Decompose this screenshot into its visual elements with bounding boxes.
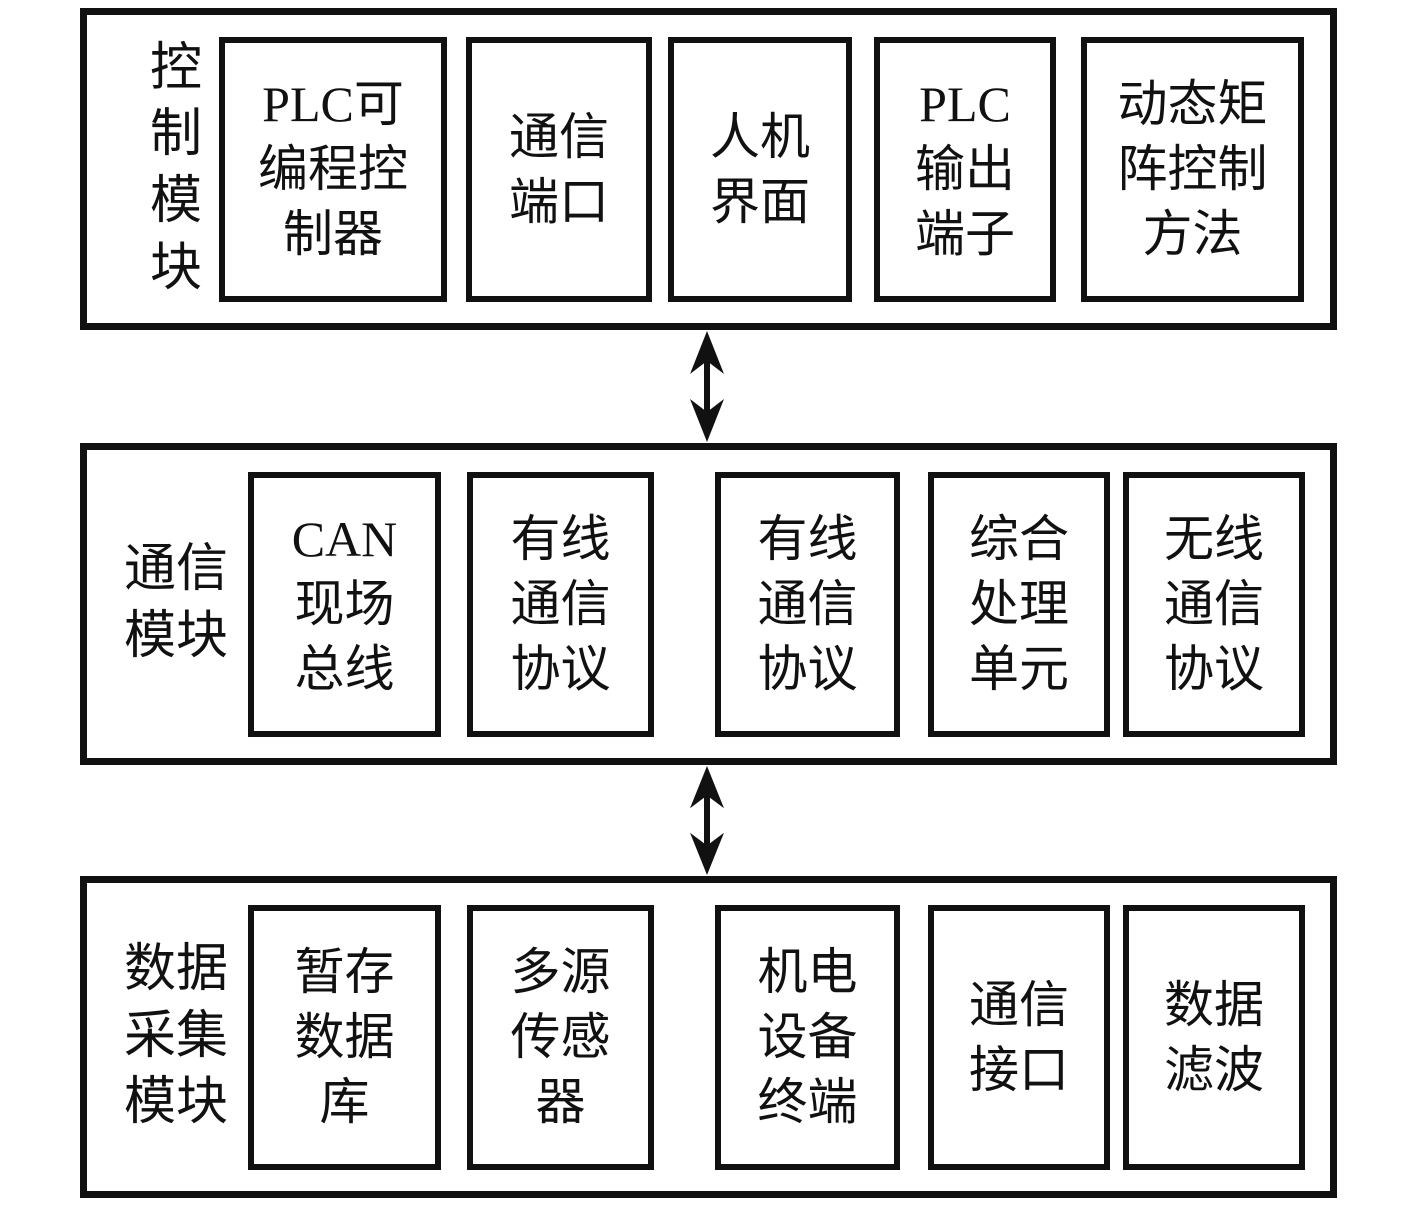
module-box-wireless-protocol: 无线 通信 协议 — [1123, 472, 1305, 737]
bidirectional-arrow-top — [687, 330, 727, 443]
module-box-comm-interface: 通信 接口 — [928, 905, 1110, 1170]
module-box-plc-controller: PLC可 编程控 制器 — [219, 37, 447, 302]
module-box-wired-protocol-2: 有线 通信 协议 — [715, 472, 900, 737]
module-box-data-filtering: 数据 滤波 — [1123, 905, 1305, 1170]
module-box-can-fieldbus: CAN 现场 总线 — [248, 472, 441, 737]
module-box-wired-protocol-1: 有线 通信 协议 — [467, 472, 654, 737]
bidirectional-arrow-bottom — [687, 765, 727, 876]
communication-module-container: 通信 模块 CAN 现场 总线 有线 通信 协议 有线 通信 协议 综合 处理 … — [80, 443, 1337, 765]
control-module-container: 控 制 模 块 PLC可 编程控 制器 通信 端口 人机 界面 PLC 输出 端… — [80, 8, 1337, 330]
module-box-dynamic-matrix-control: 动态矩 阵控制 方法 — [1081, 37, 1304, 302]
control-module-label: 控 制 模 块 — [149, 39, 202, 297]
module-box-comm-port: 通信 端口 — [466, 37, 652, 302]
module-box-integrated-processing-unit: 综合 处理 单元 — [928, 472, 1110, 737]
communication-module-label: 通信 模块 — [123, 541, 228, 665]
module-box-temp-database: 暂存 数据 库 — [248, 905, 441, 1170]
module-box-plc-output-terminal: PLC 输出 端子 — [874, 37, 1056, 302]
data-acquisition-module-label: 数据 采集 模块 — [123, 941, 228, 1132]
module-box-electromechanical-terminal: 机电 设备 终端 — [715, 905, 900, 1170]
module-box-hmi: 人机 界面 — [668, 37, 852, 302]
module-box-multisource-sensors: 多源 传感 器 — [467, 905, 654, 1170]
data-acquisition-module-container: 数据 采集 模块 暂存 数据 库 多源 传感 器 机电 设备 终端 通信 接口 … — [80, 876, 1337, 1198]
